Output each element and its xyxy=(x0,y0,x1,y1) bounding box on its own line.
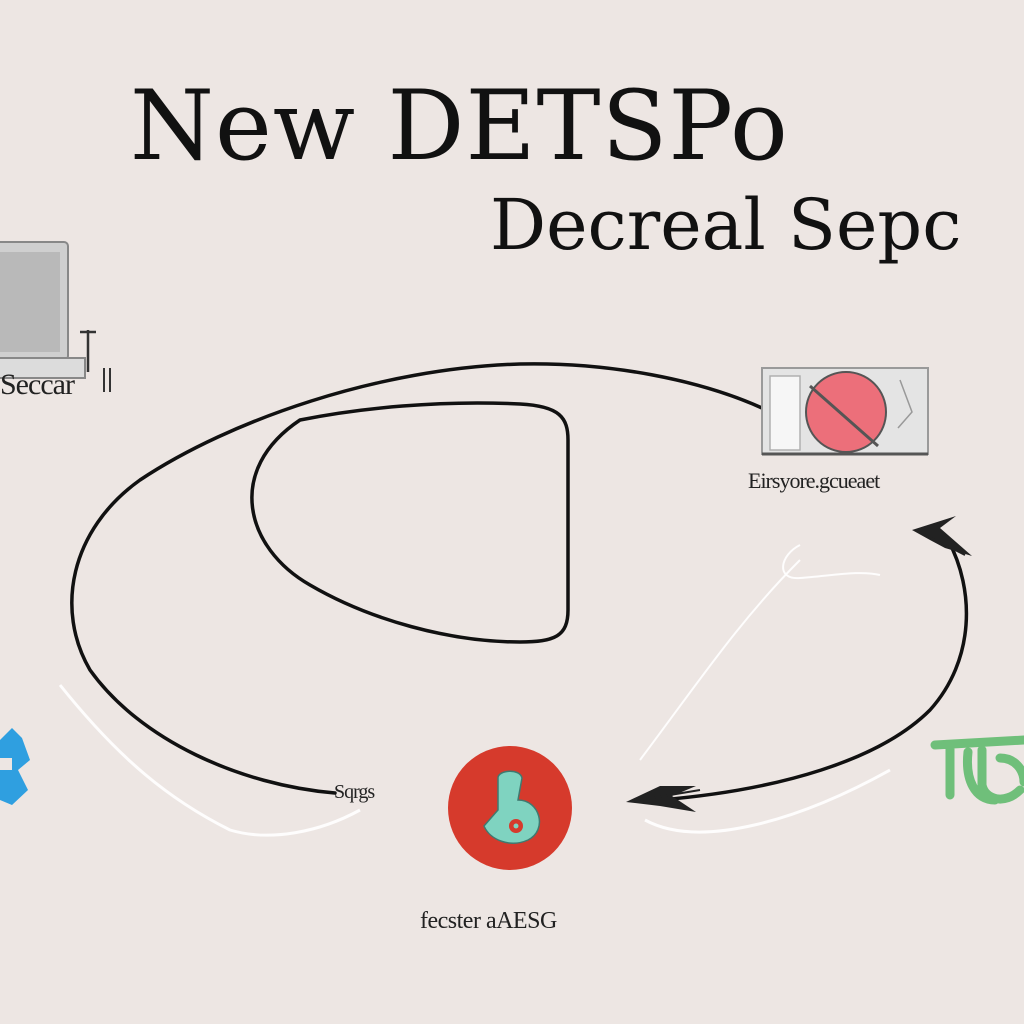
node-label-top-right: Eirsyore.gcueaet xyxy=(748,468,880,493)
faint-line-right xyxy=(644,768,891,834)
node-label-bottom-left: Sqrgs xyxy=(334,781,375,803)
diagram-subtitle: Decreal Sepc xyxy=(490,184,962,266)
node-label-top-left: Seccar xyxy=(0,368,75,401)
right-loop-line xyxy=(658,538,969,802)
faint-curl xyxy=(782,544,881,580)
faint-line-left xyxy=(58,684,361,837)
outer-loop-line xyxy=(70,362,764,795)
inner-loop-line xyxy=(250,401,570,644)
diagram-title: New DETSPo xyxy=(130,70,789,182)
node-label-bottom-center: fecster aAESG xyxy=(420,908,557,934)
faint-line-diagonal xyxy=(639,559,801,761)
